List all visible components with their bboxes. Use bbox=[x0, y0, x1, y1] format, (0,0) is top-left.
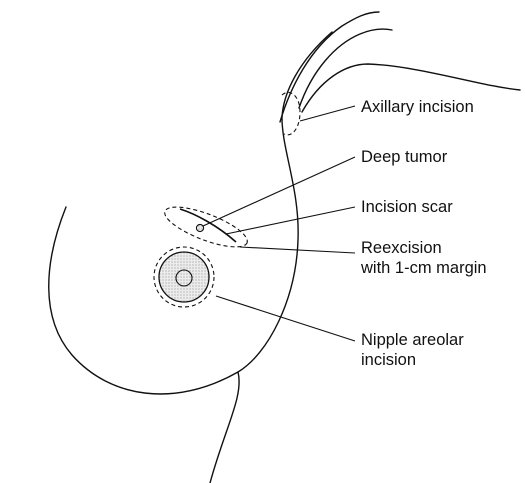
label-axillary-incision: Axillary incision bbox=[361, 97, 474, 117]
label-reexcision-line1: Reexcision bbox=[361, 238, 487, 258]
label-nipple-areolar-line1: Nipple areolar bbox=[361, 330, 464, 350]
leader-axillary-incision bbox=[300, 106, 355, 121]
breast-outline bbox=[49, 207, 238, 394]
label-incision-scar-text: Incision scar bbox=[361, 198, 453, 216]
areola-stippled-circle bbox=[159, 252, 209, 302]
leader-nipple-areolar-incision bbox=[216, 296, 355, 341]
leader-incision-scar bbox=[226, 207, 355, 234]
leader-deep-tumor bbox=[203, 157, 355, 226]
label-reexcision: Reexcision with 1-cm margin bbox=[361, 238, 487, 278]
label-deep-tumor: Deep tumor bbox=[361, 147, 447, 167]
label-deep-tumor-text: Deep tumor bbox=[361, 148, 447, 166]
trunk-lower-line bbox=[210, 372, 239, 483]
deep-tumor-mark bbox=[196, 224, 203, 231]
label-incision-scar: Incision scar bbox=[361, 197, 453, 217]
label-nipple-areolar-line2: incision bbox=[361, 350, 464, 370]
label-reexcision-line2: with 1-cm margin bbox=[361, 258, 487, 278]
label-axillary-incision-text: Axillary incision bbox=[361, 98, 474, 116]
label-nipple-areolar-incision: Nipple areolar incision bbox=[361, 330, 464, 370]
reexcision-margin-ellipse bbox=[160, 199, 251, 255]
chest-wall-lateral-line bbox=[238, 32, 332, 372]
